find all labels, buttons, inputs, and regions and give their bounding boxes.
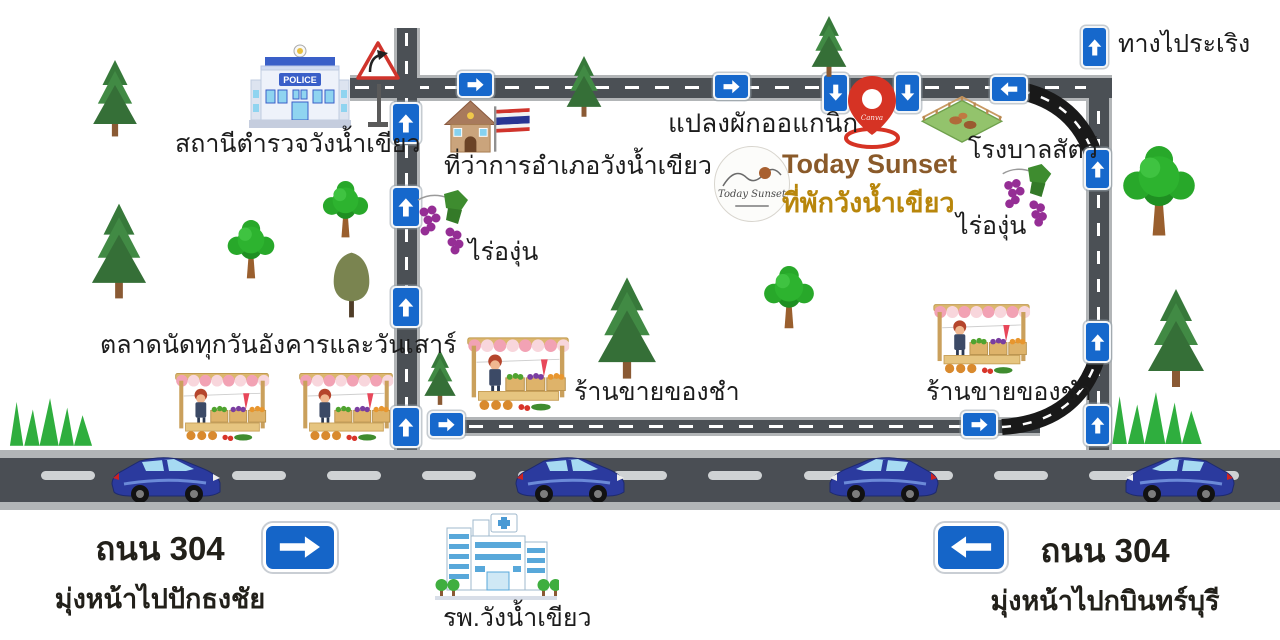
right-arrow-icon [272, 532, 328, 562]
right-arrow-sign [428, 411, 465, 438]
car-icon [510, 452, 630, 502]
up-arrow-icon [1089, 328, 1106, 357]
pine-tree-icon [1146, 286, 1206, 392]
round-tree-icon [318, 181, 373, 239]
down-arrow-sign [894, 73, 921, 113]
grocery-store-label: ร้านขายของชำ [574, 378, 740, 406]
right-arrow-icon [467, 72, 484, 97]
up-arrow-icon [1086, 33, 1103, 62]
curve-warning-sign [356, 41, 400, 80]
down-arrow-icon [899, 79, 916, 106]
road-junction-patch [394, 78, 420, 98]
right-arrow-icon [438, 412, 455, 437]
grass-icon [1110, 390, 1204, 444]
route-304-left-arrow-sign [935, 523, 1007, 572]
hospital-label: รพ.วังน้ำเขียว [443, 604, 592, 632]
district-office-label: ที่ว่าการอำเภอวังน้ำเขียว [444, 152, 712, 180]
thai-flag-icon [494, 106, 532, 152]
raroeng-direction-label: ทางไประเริง [1118, 30, 1251, 58]
grass-icon [8, 396, 94, 446]
resort-logo: Today Sunset [714, 146, 790, 222]
up-arrow-icon [396, 193, 416, 222]
weekend-market-label: ตลาดนัดทุกวันอังคารและวันเสาร์ [100, 331, 457, 359]
up-arrow-sign [1084, 321, 1111, 363]
logo-script-text: Today Sunset [718, 189, 786, 200]
round-tree-icon [224, 220, 278, 280]
resort-title: Today Sunset [782, 149, 958, 179]
pine-tree-icon [565, 56, 603, 118]
up-arrow-sign [391, 102, 421, 144]
up-arrow-sign [1084, 148, 1111, 190]
sign-pole-base [368, 122, 388, 127]
down-arrow-sign [822, 73, 849, 113]
resort-name-block: Today Sunset ที่พักวังน้ำเขียว [782, 149, 958, 224]
middle-road [464, 417, 1040, 436]
up-arrow-sign [1084, 404, 1111, 446]
police-station-icon: POLICE [249, 44, 351, 128]
left-arrow-sign [990, 75, 1028, 103]
road-304-left-name: ถนน 304 [95, 530, 225, 567]
route-304-right-arrow-sign [263, 523, 337, 572]
road-junction-patch [1086, 78, 1112, 98]
right-arrow-sign [713, 73, 750, 100]
road-304-right-name: ถนน 304 [1040, 532, 1170, 569]
animal-hospital-label: โรงบาลสัตว์ [968, 136, 1098, 164]
right-arrow-icon [723, 74, 740, 99]
organic-plot-label: แปลงผักออแกนิก [668, 108, 859, 138]
road-304-right-direction: มุ่งหน้าไปกบินทร์บุรี [990, 586, 1220, 616]
police-station-label: สถานีตำรวจวังน้ำเขียว [175, 130, 421, 158]
round-tree-icon [1120, 146, 1198, 238]
up-arrow-sign [391, 286, 421, 328]
road-304-left-direction: มุ่งหน้าไปปักธงชัย [54, 584, 266, 614]
road-304-right-block: ถนน 304 มุ่งหน้าไปกบินทร์บุรี [985, 524, 1225, 622]
logo-fine-print [735, 205, 769, 207]
up-arrow-sign [391, 406, 421, 448]
olive-tree-icon [324, 251, 379, 319]
resort-subtitle: ที่พักวังน้ำเขียว [782, 188, 955, 218]
sign-pole [377, 84, 381, 124]
market-stall-icon [290, 369, 402, 441]
pin-watermark-text: Canva [861, 114, 883, 122]
grape-vine-icon [414, 190, 472, 258]
grocery-store-label: ร้านขายของชำ [926, 378, 1092, 406]
district-office-icon [443, 99, 498, 154]
up-arrow-sign [1081, 26, 1108, 68]
pine-tree-icon [806, 16, 852, 78]
up-arrow-icon [1089, 411, 1106, 440]
vineyard-label: ไร่องุ่น [468, 238, 539, 266]
market-stall-icon [166, 369, 278, 441]
pine-tree-icon [90, 195, 148, 309]
pine-tree-icon [596, 266, 658, 392]
car-icon [106, 452, 226, 502]
road-304-left-block: ถนน 304 มุ่งหน้าไปปักธงชัย [50, 522, 270, 620]
hospital-icon [433, 512, 559, 604]
pine-tree-icon [90, 60, 140, 138]
up-arrow-sign [391, 186, 421, 228]
vineyard-label: ไร่องุ่น [956, 212, 1027, 240]
right-arrow-icon [971, 412, 988, 437]
right-arrow-sign [961, 411, 998, 438]
right-arrow-sign [457, 71, 494, 98]
police-sign-text: POLICE [283, 75, 317, 85]
car-icon [824, 452, 944, 502]
logo-mountain-icon [722, 167, 782, 187]
market-stall-icon [466, 333, 570, 411]
up-arrow-icon [396, 293, 416, 322]
market-stall-icon [928, 300, 1035, 374]
round-tree-icon [761, 266, 817, 330]
left-vertical-road [394, 28, 420, 452]
car-icon [1120, 452, 1240, 502]
down-arrow-icon [827, 79, 844, 106]
destination-pin-icon: Canva [844, 76, 900, 149]
